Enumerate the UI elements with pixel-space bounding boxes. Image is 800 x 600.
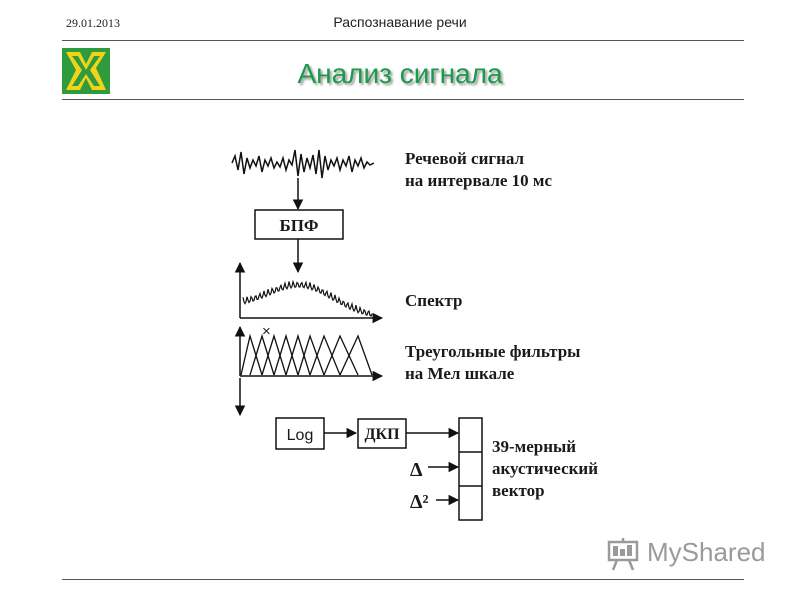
- mel-filter-triangle: [285, 333, 311, 376]
- spectrum-curve: [242, 279, 373, 317]
- mel-filter-triangle: [261, 333, 287, 376]
- watermark-text: MyShared: [647, 537, 766, 567]
- delta-symbol: Δ: [410, 459, 423, 481]
- mel-filter-triangle: [240, 333, 263, 376]
- mel-triangular-filters: [240, 333, 373, 376]
- filters-label-line1: Треугольные фильтры: [405, 342, 580, 361]
- fft-block-label: БПФ: [279, 216, 318, 235]
- mel-filter-triangle: [249, 333, 275, 376]
- logo-icon: [62, 48, 110, 94]
- slide-title: Анализ сигнала: [297, 58, 503, 89]
- mel-filter-triangle: [309, 334, 341, 376]
- spectrum-label: Спектр: [405, 291, 462, 310]
- signal-label-line2: на интервале 10 мс: [405, 171, 552, 190]
- title-rule: [62, 99, 744, 100]
- slide-header: Распознавание речи: [333, 14, 467, 30]
- mel-filter-triangle: [323, 334, 359, 376]
- filters-label-line2: на Мел шкале: [405, 364, 515, 383]
- dct-block-label: ДКП: [364, 426, 400, 443]
- slide-date: 29.01.2013: [66, 16, 120, 30]
- vector-label-line3: вектор: [492, 481, 545, 500]
- fft-block: [254, 209, 344, 240]
- myshared-logo-icon: [607, 538, 639, 571]
- multiply-symbol: ×: [262, 323, 271, 340]
- vector-label-line1: 39-мерный: [492, 437, 576, 456]
- mel-filter-triangle: [297, 333, 325, 376]
- speech-waveform: [231, 149, 375, 179]
- top-rule: [62, 40, 744, 41]
- bottom-rule: [62, 579, 744, 580]
- signal-label-line1: Речевой сигнал: [405, 149, 525, 168]
- log-block-label: Log: [287, 427, 314, 444]
- vector-label-line2: акустический: [492, 459, 598, 478]
- mel-filter-triangle: [273, 333, 299, 376]
- feature-vector-column: [458, 417, 483, 521]
- mel-filter-triangle: [339, 334, 373, 376]
- delta2-symbol: Δ²: [410, 491, 429, 513]
